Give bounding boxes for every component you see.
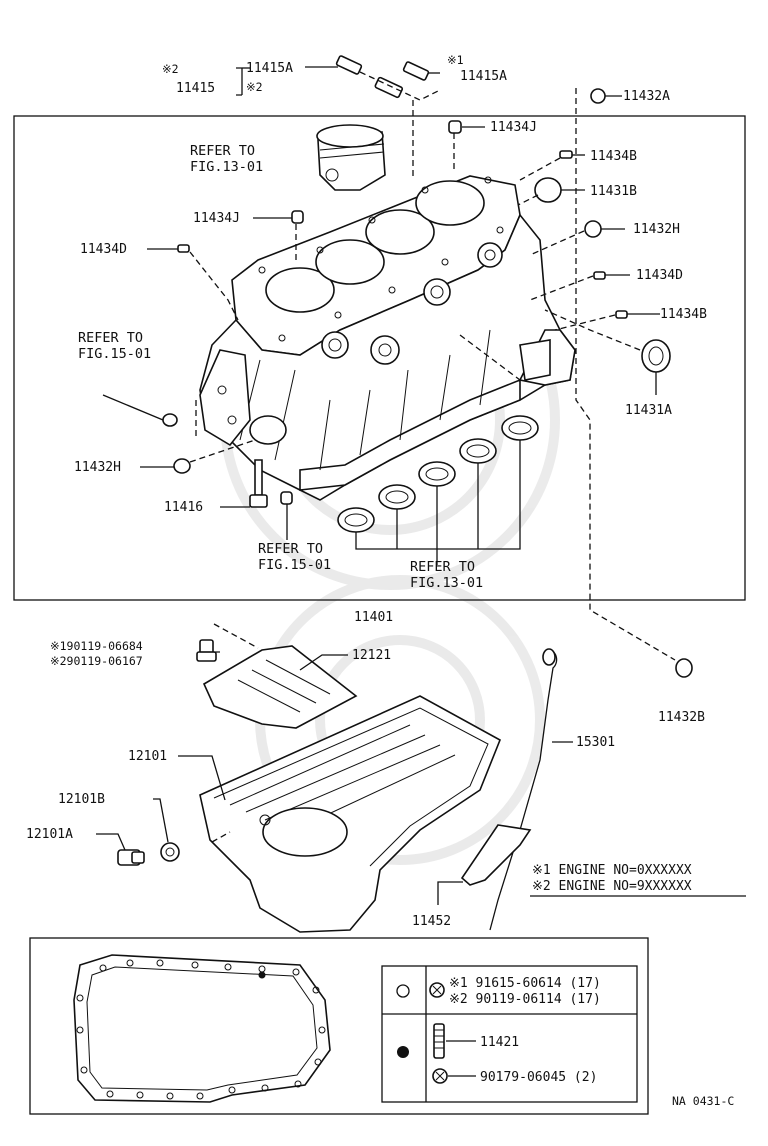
main-bearings (337, 415, 539, 533)
oil-pan-drawing (117, 695, 502, 933)
assembly-lines (189, 71, 676, 843)
refer-fig-15-01-bottom-line2: FIG.15-01 (258, 557, 331, 573)
part-label-12121: 12121 (352, 648, 391, 663)
part-label-11415: 11415 (176, 81, 215, 96)
part-label-11415a-left: 11415A (246, 61, 293, 76)
leader-lines (96, 66, 660, 905)
legend-row1-line2: ※2 90119-06114 (17) (449, 992, 601, 1007)
engine-note-1: ※1 ENGINE NO=0XXXXXX (532, 863, 692, 878)
diagram-code: NA 0431-C (672, 1094, 734, 1108)
mark-m2-mid: ※2 (246, 80, 263, 94)
piston-drawing (316, 124, 386, 191)
filled-circle-symbol (397, 1046, 409, 1058)
part-label-12101a: 12101A (26, 827, 73, 842)
part-label-11434j-mid: 11434J (193, 211, 240, 226)
part-label-11434b-top: 11434B (590, 149, 637, 164)
bolt-callout-line1: ※190119-06684 (50, 639, 143, 653)
cylinder-block-drawing (199, 175, 576, 501)
part-label-11431a: 11431A (625, 403, 672, 418)
refer-fig-15-01-bottom-line1: REFER TO (258, 541, 323, 557)
engine-note-2: ※2 ENGINE NO=9XXXXXX (532, 879, 692, 894)
legend-row2-part: 11421 (480, 1035, 519, 1050)
part-label-11416: 11416 (164, 500, 203, 515)
bolt-callout-line2: ※290119-06167 (50, 654, 143, 668)
mark-m1-top: ※1 (447, 53, 464, 67)
block-frame (13, 115, 746, 601)
legend-row1-line1: ※1 91615-60614 (17) (449, 976, 601, 991)
part-label-11452: 11452 (412, 914, 451, 929)
part-label-11432a: 11432A (623, 89, 670, 104)
fastener-legend: ※1 91615-60614 (17) ※2 90119-06114 (17) … (381, 965, 638, 1103)
part-label-11434d-right: 11434D (636, 268, 683, 283)
part-label-11432h-left: 11432H (74, 460, 121, 475)
refer-fig-13-01-top-line2: FIG.13-01 (190, 159, 263, 175)
part-label-11401: 11401 (354, 610, 393, 625)
part-label-12101b: 12101B (58, 792, 105, 807)
gasket-outline-drawing (73, 954, 331, 1103)
refer-fig-13-01-bottom-line1: REFER TO (410, 559, 475, 575)
part-label-15301: 15301 (576, 735, 615, 750)
refer-fig-15-01-left-line1: REFER TO (78, 330, 143, 346)
dipstick-drawing (460, 648, 558, 931)
refer-fig-13-01-bottom-line2: FIG.13-01 (410, 575, 483, 591)
part-label-11432h-right: 11432H (633, 222, 680, 237)
part-labels: ※2 11415 11415A ※2 ※1 11415A 11432A 1143… (26, 53, 707, 929)
part-label-11434b-right: 11434B (660, 307, 707, 322)
refer-fig-15-01-left-line2: FIG.15-01 (78, 346, 151, 362)
part-label-11415a-right: 11415A (460, 69, 507, 84)
open-circle-symbol (396, 984, 410, 998)
part-label-11432b: 11432B (658, 710, 705, 725)
inset-frame (29, 937, 649, 1115)
part-label-11431b: 11431B (590, 184, 637, 199)
part-label-12101: 12101 (128, 749, 167, 764)
legend-row3-part: 90179-06045 (2) (480, 1070, 597, 1085)
baffle-plate-drawing (196, 639, 358, 729)
refer-fig-13-01-top-line1: REFER TO (190, 143, 255, 159)
mark-m2-top: ※2 (162, 62, 179, 76)
part-label-11434d-left: 11434D (80, 242, 127, 257)
part-label-11434j-top: 11434J (490, 120, 537, 135)
